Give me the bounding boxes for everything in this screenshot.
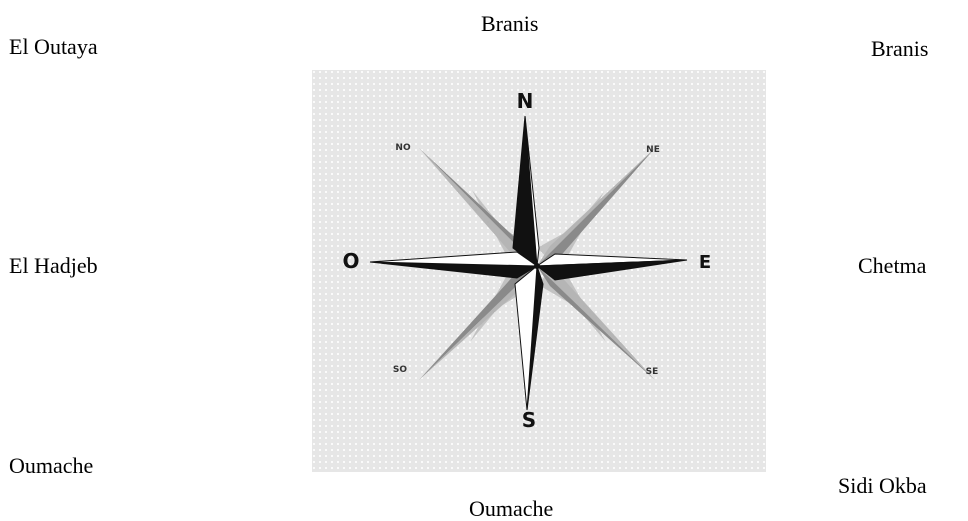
compass-cardinal-points xyxy=(369,115,688,411)
compass-center xyxy=(534,263,540,269)
compass-rose-graphic: N E S O NO NE SO SE xyxy=(312,70,766,472)
place-bottom-left: Oumache xyxy=(9,453,94,478)
compass-letter-so: SO xyxy=(393,365,407,375)
compass-intercardinal-points xyxy=(419,148,655,380)
compass-letter-e: E xyxy=(699,252,711,273)
place-south: Oumache xyxy=(469,496,554,521)
place-east: Chetma xyxy=(858,253,927,278)
compass-letter-n: N xyxy=(517,89,534,113)
compass-letter-no: NO xyxy=(395,143,411,153)
place-bottom-right: Sidi Okba xyxy=(838,473,927,498)
place-north: Branis xyxy=(481,11,539,36)
place-top-right: Branis xyxy=(871,36,929,61)
compass-letter-o: O xyxy=(342,249,359,273)
place-top-left: El Outaya xyxy=(9,34,98,59)
compass-letter-se: SE xyxy=(646,367,659,377)
place-west: El Hadjeb xyxy=(9,253,98,278)
compass-rose: N E S O NO NE SO SE xyxy=(312,70,766,472)
compass-letter-s: S xyxy=(522,408,536,432)
compass-letter-ne: NE xyxy=(646,145,660,155)
